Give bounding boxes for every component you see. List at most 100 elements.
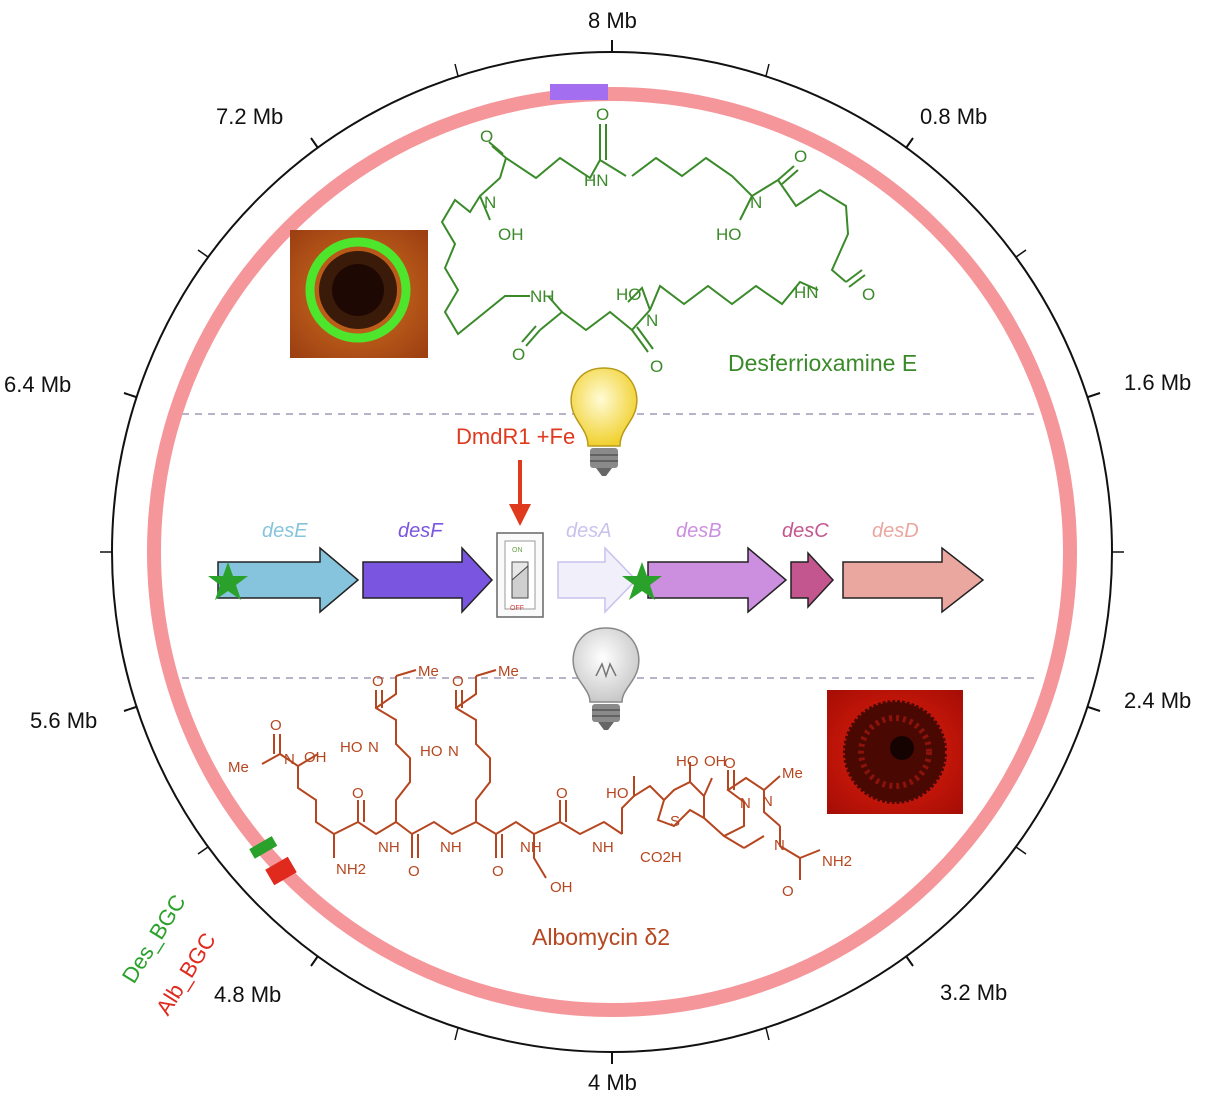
- chem-atom: Me: [498, 663, 519, 680]
- chem-atom: Me: [418, 663, 439, 680]
- scale-label-5.6mb: 5.6 Mb: [30, 708, 98, 733]
- promoter-star-icon: [208, 562, 248, 600]
- chem-atom: HO: [340, 739, 363, 756]
- gene-arrow-desA: [557, 546, 638, 614]
- chem-atom: HO: [420, 743, 443, 760]
- chem-atom: O: [556, 785, 568, 802]
- chem-atom: HN: [584, 171, 609, 190]
- chem-atom: N: [284, 751, 295, 768]
- chem-atom: NH: [378, 839, 400, 856]
- promoter-star-icon: [622, 562, 662, 600]
- chem-atom: O: [372, 673, 384, 690]
- chem-atom: NH: [520, 839, 542, 856]
- des-bgc-marker: [249, 836, 278, 859]
- scale-label-4.8mb: 4.8 Mb: [214, 982, 282, 1007]
- chem-atom: N: [774, 837, 785, 854]
- scale-label-8mb: 8 Mb: [588, 8, 637, 33]
- chem-atom: O: [452, 673, 464, 690]
- chem-atom: S: [670, 813, 680, 830]
- chem-atom: OH: [304, 749, 327, 766]
- chem-atom: NH2: [822, 853, 852, 870]
- chem-atom: O: [724, 755, 736, 772]
- chem-atom: N: [448, 743, 459, 760]
- tick-2.4mb: [1087, 706, 1101, 712]
- photo-green-halo: [290, 230, 428, 358]
- compound-name-albomycin: Albomycin δ2: [532, 924, 671, 950]
- albomycin-atoms: O Me N OH NH2 O NH O NH O NH O NH OH HO …: [228, 663, 852, 900]
- lightbulb-on-icon: [570, 367, 638, 476]
- chem-atom: O: [408, 863, 420, 880]
- gene-label-desB: desB: [676, 520, 722, 542]
- switch-on-label: ON: [512, 547, 523, 554]
- top-ring-marker: [550, 84, 608, 100]
- switch-off-label: OFF: [510, 605, 524, 612]
- tick-5.6mb: [123, 706, 137, 712]
- tick-marks: [123, 40, 1101, 1064]
- gene-arrow-desE: [217, 546, 360, 614]
- chem-atom: HO: [716, 225, 742, 244]
- regulator-label: DmdR1 +Fe: [456, 424, 576, 449]
- gene-label-desC: desC: [782, 520, 829, 542]
- tick-0.8mb: [905, 137, 914, 149]
- scale-label-0.8mb: 0.8 Mb: [920, 104, 988, 129]
- tick-6.4mb: [123, 392, 137, 398]
- gene-arrow-desB: [647, 546, 788, 614]
- chem-atom: NH: [440, 839, 462, 856]
- chem-atom: O: [492, 863, 504, 880]
- chem-atom: O: [480, 127, 493, 146]
- scale-label-2.4mb: 2.4 Mb: [1124, 688, 1192, 713]
- regulator-arrow: [509, 460, 531, 526]
- chem-atom: O: [862, 285, 875, 304]
- chem-atom: NH: [592, 839, 614, 856]
- compound-name-desferrioxamine: Desferrioxamine E: [728, 350, 918, 376]
- gene-arrow-desD: [842, 546, 985, 614]
- gene-arrow-desF: [362, 546, 494, 614]
- gene-label-desD: desD: [872, 520, 919, 542]
- genome-outer-circle: [111, 51, 1113, 1053]
- scale-label-3.2mb: 3.2 Mb: [940, 980, 1008, 1005]
- gene-label-desA: desA: [566, 520, 612, 542]
- chem-atom: HN: [794, 283, 819, 302]
- chem-atom: N: [484, 193, 496, 212]
- alb-bgc-marker: [265, 856, 297, 886]
- scale-label-6.4mb: 6.4 Mb: [4, 372, 72, 397]
- chem-atom: N: [368, 739, 379, 756]
- tick-7.2mb: [310, 137, 319, 149]
- chem-atom: HO: [616, 285, 642, 304]
- gene-arrow-desC: [790, 551, 835, 609]
- switch-icon: [496, 532, 544, 618]
- chem-atom: O: [794, 147, 807, 166]
- minor-ticks: [100, 63, 1124, 1041]
- chem-atom: HO: [606, 785, 629, 802]
- photo-red-halo: [827, 690, 963, 814]
- chem-atom: N: [750, 193, 762, 212]
- scale-label-7.2mb: 7.2 Mb: [216, 104, 284, 129]
- chem-atom: OH: [498, 225, 524, 244]
- chem-atom: HO: [676, 753, 699, 770]
- chem-atom: O: [782, 883, 794, 900]
- chem-atom: N: [740, 795, 751, 812]
- chem-atom: OH: [550, 879, 573, 896]
- chem-atom: O: [352, 785, 364, 802]
- chem-atom: N: [762, 793, 773, 810]
- tick-1.6mb: [1087, 392, 1101, 398]
- gene-label-desF: desF: [398, 520, 443, 542]
- lightbulb-off-icon: [572, 627, 640, 730]
- gene-label-desE: desE: [262, 520, 308, 542]
- tick-3.2mb: [905, 955, 914, 967]
- chem-atom: NH2: [336, 861, 366, 878]
- genome-ring: [147, 87, 1077, 1017]
- chem-atom: NH: [530, 287, 555, 306]
- scale-label-4mb: 4 Mb: [588, 1070, 637, 1095]
- chem-atom: Me: [228, 759, 249, 776]
- chem-atom: CO2H: [640, 849, 682, 866]
- chem-atom: Me: [782, 765, 803, 782]
- chem-atom: O: [512, 345, 525, 364]
- tick-4.8mb: [310, 955, 319, 967]
- desferrioxamine-structure: [440, 124, 866, 353]
- chem-atom: O: [270, 717, 282, 734]
- gene-arrows: [217, 546, 985, 614]
- albomycin-structure: [261, 669, 821, 880]
- chem-atom: O: [650, 357, 663, 376]
